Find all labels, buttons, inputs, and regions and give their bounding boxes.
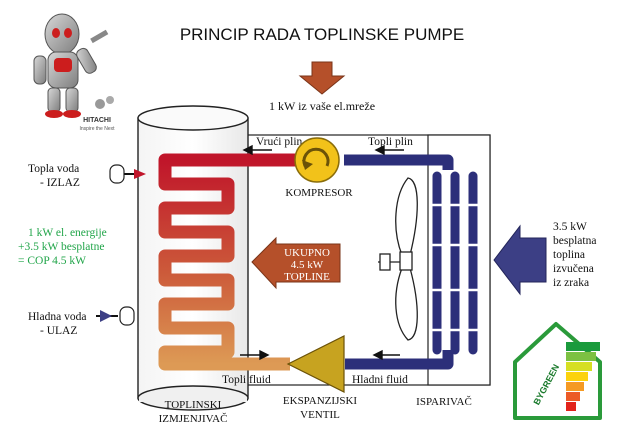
heat-exchanger-coil xyxy=(158,153,300,371)
cold-fluid-line xyxy=(345,350,454,370)
air-heat-line3: toplina xyxy=(553,249,585,261)
hot-gas-label: Vrući plin xyxy=(256,136,303,148)
warm-gas-label: Topli plin xyxy=(368,136,413,148)
robot-brand-label: HITACHI xyxy=(83,117,111,124)
robot-mascot-icon xyxy=(22,8,134,136)
hot-water-label-line2: - IZLAZ xyxy=(40,177,80,189)
total-heat-line1: UKUPNO xyxy=(284,247,330,259)
evaporator-unit xyxy=(427,134,491,386)
warm-fluid-label: Topli fluid xyxy=(222,374,271,386)
compressor-label: KOMPRESOR xyxy=(285,187,353,199)
cop-line2: +3.5 kW besplatne xyxy=(18,241,104,253)
valve-label-line2: VENTIL xyxy=(300,409,340,421)
cold-fluid-label: Hladni fluid xyxy=(352,374,408,386)
flow-arrows xyxy=(240,144,404,361)
air-heat-line2: besplatna xyxy=(553,235,596,247)
cold-water-inlet-pipe xyxy=(96,306,135,326)
compressor-icon xyxy=(294,137,340,183)
evaporator-label: ISPARIVAČ xyxy=(416,396,472,408)
exchanger-label-line2: IZMJENJIVAČ xyxy=(159,413,228,425)
air-heat-line1: 3.5 kW xyxy=(553,221,587,233)
air-heat-line5: iz zraka xyxy=(553,277,589,289)
cop-line3: = COP 4.5 kW xyxy=(18,255,86,267)
total-heat-line2: 4.5 kW xyxy=(291,259,324,271)
total-heat-line3: TOPLINE xyxy=(284,271,330,283)
exchanger-label-line1: TOPLINSKI xyxy=(165,399,222,411)
air-heat-line4: izvučena xyxy=(553,263,594,275)
hot-water-label-line1: Topla voda xyxy=(28,163,79,175)
air-inflow-arrow xyxy=(493,224,547,296)
robot-tagline-label: Inspire the Next xyxy=(79,126,115,132)
bygreen-logo-icon xyxy=(513,322,602,420)
page-title: PRINCIP RADA TOPLINSKE PUMPE xyxy=(180,25,464,44)
grid-input-label: 1 kW iz vaše el.mreže xyxy=(269,99,375,113)
cop-line1: 1 kW el. energije xyxy=(28,227,107,239)
grid-input-arrow xyxy=(298,61,346,95)
warm-gas-line xyxy=(344,154,454,170)
valve-label-line1: EKSPANZIJSKI xyxy=(283,395,358,407)
cold-water-label-line1: Hladna voda xyxy=(28,311,86,323)
expansion-valve-icon xyxy=(286,335,345,393)
total-heat-arrow xyxy=(251,236,341,290)
hot-water-outlet-pipe xyxy=(109,164,146,184)
fan-icon xyxy=(378,177,418,341)
cold-water-label-line2: - ULAZ xyxy=(40,325,77,337)
